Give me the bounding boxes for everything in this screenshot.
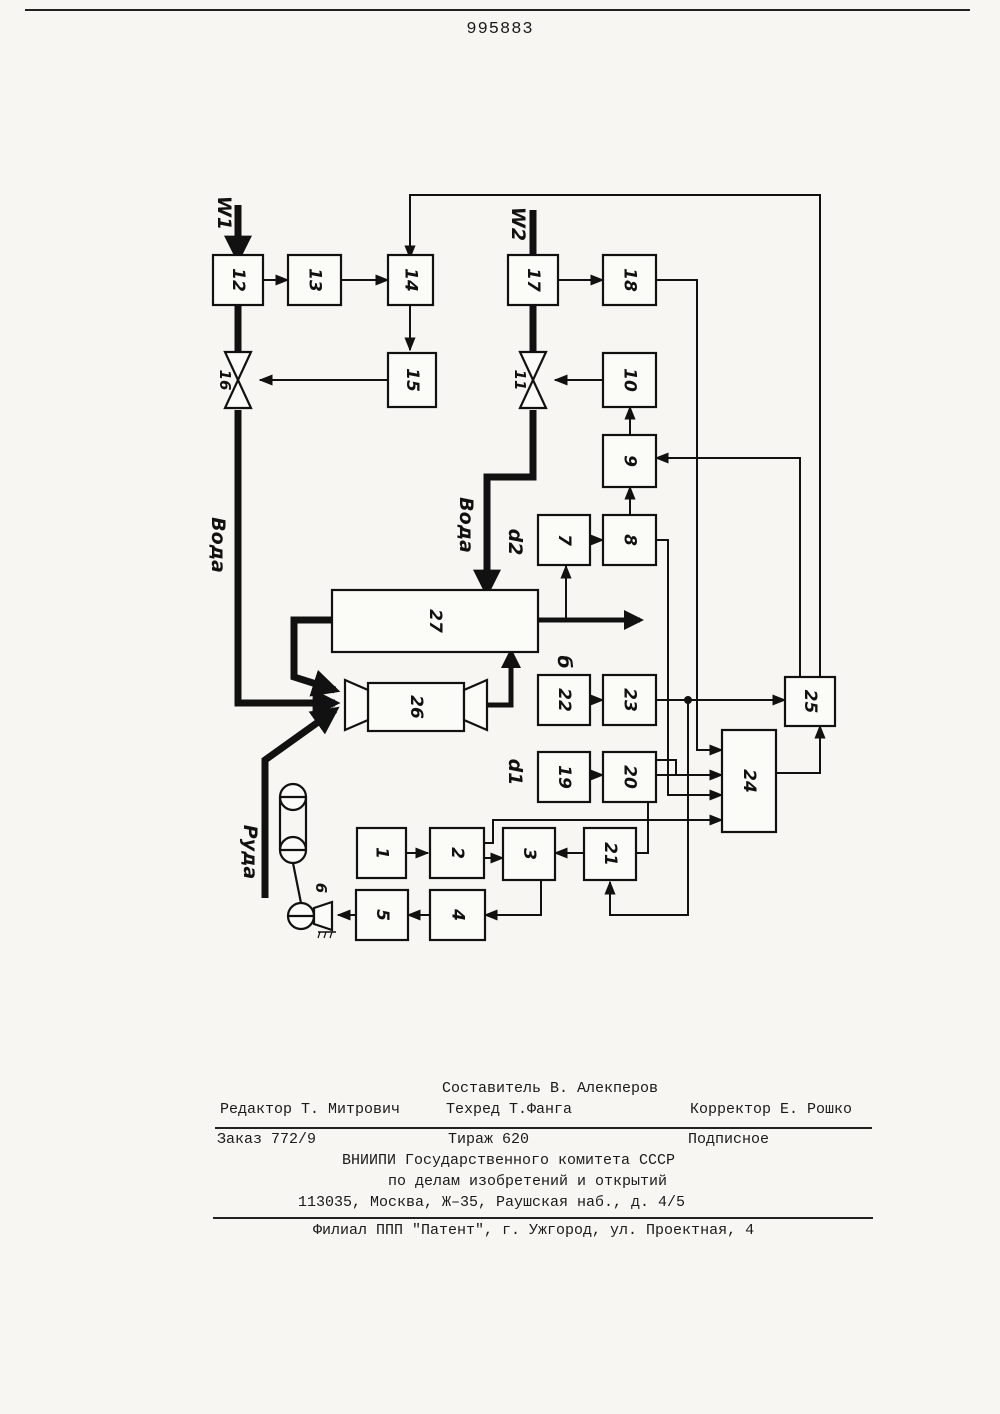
block-24-label: 24 [739,769,759,793]
block-21: 21 [584,828,636,880]
block-13-label: 13 [305,268,325,292]
label-w1: W1 [213,196,235,230]
block-9: 9 [603,435,656,487]
block-23-label: 23 [620,688,640,712]
org-line-2: по делам изобретений и открытий [388,1173,667,1190]
block-25-label: 25 [800,690,820,714]
block-10: 10 [603,353,656,407]
block-25: 25 [785,677,835,726]
block-20: 20 [603,752,656,802]
block-4-label: 4 [448,908,468,921]
order: Заказ 772/9 [217,1131,316,1148]
block-14-label: 14 [401,268,421,292]
block-1-label: 1 [372,847,392,859]
label-b: б [553,655,575,668]
branch: Филиал ППП "Патент", г. Ужгород, ул. Про… [313,1222,754,1239]
footer-rule-top [215,1127,872,1129]
block-27-label: 27 [425,609,445,633]
block-4: 4 [430,890,485,940]
techred: Техред Т.Фанга [446,1101,572,1118]
valve-16: 16 [216,352,251,408]
block-23: 23 [603,675,656,725]
block-19-label: 19 [554,765,574,789]
block-26-label: 26 [406,695,426,719]
pipe-water-right [487,410,533,592]
block-5: 5 [356,890,408,940]
block-5-label: 5 [372,909,392,921]
subscription: Подписное [688,1131,769,1148]
block-15: 15 [388,353,436,407]
block-17: 17 [508,255,558,305]
block-1: 1 [357,828,406,878]
block-2-label: 2 [447,847,467,859]
pipe-water-left [238,410,335,703]
block-12: 12 [213,255,263,305]
block-13: 13 [288,255,341,305]
corrector: Корректор Е. Рошко [690,1101,852,1118]
block-7-label: 7 [554,534,574,546]
motor-6-label: 6 [312,883,330,893]
block-8: 8 [603,515,656,565]
label-d1: d1 [504,759,526,786]
block-8-label: 8 [620,534,640,546]
block-15-label: 15 [402,368,422,392]
block-18-label: 18 [620,268,640,292]
pipe-26-27 [487,652,511,705]
block-19: 19 [538,752,590,802]
block-diagram: 1234578910121314151718192021222324252627… [0,0,1000,1060]
label-water-left: Вода [207,517,229,573]
block-10-label: 10 [620,368,640,392]
block-18: 18 [603,255,656,305]
block-14: 14 [388,255,433,305]
valve-11: 11 [511,352,546,408]
block-12-label: 12 [228,268,248,292]
block-21-label: 21 [600,842,620,866]
org-line-3: 113035, Москва, Ж–35, Раушская наб., д. … [298,1194,685,1211]
block-22: 22 [538,675,590,725]
block-22-label: 22 [554,688,574,712]
block-24: 24 [722,730,776,832]
pipe-27-26-return [294,620,335,690]
label-d2: d2 [504,529,526,556]
block-9-label: 9 [620,455,640,467]
block-2: 2 [430,828,484,878]
block-20-label: 20 [620,765,640,789]
valve-16-label: 16 [216,370,234,391]
label-ore: Руда [239,825,261,879]
compiler: Составитель В. Алекперов [442,1080,658,1097]
ore-feeder: 6 [280,784,336,938]
circulation: Тираж 620 [448,1131,529,1148]
editor: Редактор Т. Митрович [220,1101,400,1118]
label-w2: W2 [507,207,529,241]
org-line-1: ВНИИПИ Государственного комитета СССР [342,1152,675,1169]
block-17-label: 17 [523,268,543,292]
label-water-right: Вода [455,497,477,553]
block-3-label: 3 [519,848,539,860]
block-27: 27 [332,590,538,652]
block-26: 26 [368,683,464,731]
block-3: 3 [503,828,555,880]
footer-rule-bottom [213,1217,873,1219]
block-7: 7 [538,515,590,565]
valve-11-label: 11 [511,370,529,391]
